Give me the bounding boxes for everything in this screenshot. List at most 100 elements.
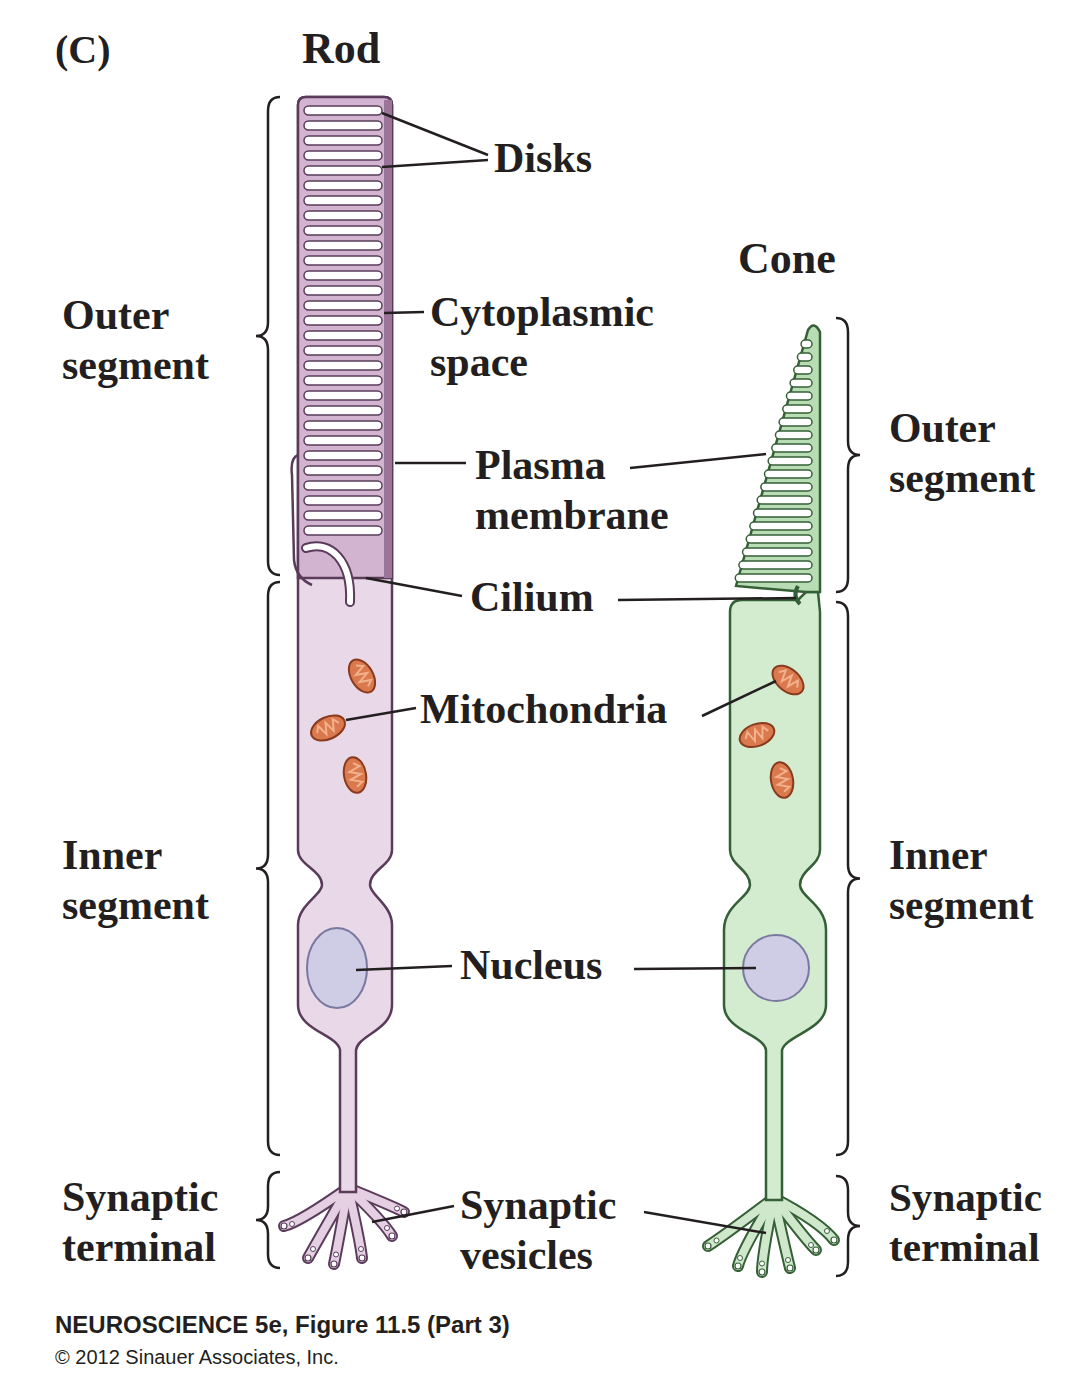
part-label: Cytoplasmic space xyxy=(430,287,700,387)
rod-disk xyxy=(304,136,382,145)
terminal-branch-fill xyxy=(774,1198,834,1240)
cone-disk xyxy=(775,431,812,439)
rod-disk xyxy=(304,376,382,385)
leader-line xyxy=(372,1206,454,1222)
rod-disk xyxy=(304,181,382,190)
cone-disk xyxy=(797,353,812,361)
rod-disk xyxy=(304,361,382,370)
part-label: Inner segment xyxy=(889,830,1074,930)
synaptic-vesicle xyxy=(813,1247,819,1253)
part-label: Cilium xyxy=(470,572,594,622)
part-label: Mitochondria xyxy=(420,684,667,734)
cone-disk xyxy=(801,340,812,348)
synaptic-vesicle xyxy=(305,1255,311,1261)
mitochondrion xyxy=(736,719,777,752)
leader-line xyxy=(382,113,488,155)
rod-cell xyxy=(281,97,407,1267)
rod-disk xyxy=(304,196,382,205)
rod-disk xyxy=(304,511,382,520)
segment-bracket xyxy=(256,1172,280,1268)
mitochondrion xyxy=(307,710,349,745)
segment-bracket xyxy=(256,97,280,575)
synaptic-vesicle xyxy=(331,1261,337,1267)
rod-disk xyxy=(304,301,382,310)
synaptic-vesicle xyxy=(714,1238,719,1243)
cone-disk xyxy=(735,574,812,582)
cone-disk xyxy=(739,561,812,569)
rod-disk xyxy=(304,436,382,445)
synaptic-vesicle xyxy=(759,1269,765,1275)
rod-disk xyxy=(304,331,382,340)
rod-outer-segment xyxy=(298,97,392,578)
segment-bracket xyxy=(836,602,860,1155)
part-label: Rod xyxy=(302,24,380,74)
leader-line xyxy=(346,708,416,720)
synaptic-vesicle xyxy=(831,1237,837,1243)
rod-disk xyxy=(304,106,382,115)
leader-line xyxy=(384,312,424,313)
rod-disk xyxy=(304,211,382,220)
cone-disk xyxy=(786,392,812,400)
rod-disk xyxy=(304,391,382,400)
leader-line xyxy=(702,681,776,716)
synaptic-vesicle xyxy=(290,1222,295,1227)
part-label: Inner segment xyxy=(62,830,252,930)
part-label: Synaptic terminal xyxy=(889,1172,1074,1272)
membrane-shade xyxy=(384,100,392,578)
part-label: Disks xyxy=(494,133,592,183)
rod-cilium-outline xyxy=(306,546,350,602)
mitochondrion xyxy=(767,660,809,700)
cone-disk xyxy=(754,509,812,517)
synaptic-vesicle xyxy=(359,1247,364,1252)
cone-disk xyxy=(746,535,812,543)
cone-disk xyxy=(750,522,812,530)
leader-line xyxy=(618,598,796,600)
rod-disk xyxy=(304,316,382,325)
synaptic-vesicle xyxy=(787,1265,793,1271)
copyright-note: © 2012 Sinauer Associates, Inc. xyxy=(55,1345,339,1369)
leader-line xyxy=(644,1212,766,1233)
rod-disk xyxy=(304,151,382,160)
rod-nucleus xyxy=(307,928,367,1008)
part-label: Nucleus xyxy=(460,940,602,990)
cone-disk xyxy=(779,418,812,426)
rod-disk xyxy=(304,481,382,490)
synaptic-vesicle xyxy=(825,1229,830,1234)
terminal-branch-fill xyxy=(762,1198,774,1272)
rod-disk xyxy=(304,406,382,415)
leader-line xyxy=(395,462,466,465)
cone-cilium xyxy=(795,586,800,604)
rod-disk xyxy=(304,226,382,235)
mitochondrion xyxy=(341,755,369,794)
segment-bracket xyxy=(836,1176,860,1276)
part-label: Outer segment xyxy=(889,403,1074,503)
leader-line xyxy=(366,578,462,596)
rod-disk xyxy=(304,466,382,475)
leader-line xyxy=(634,968,756,969)
cone-disk xyxy=(783,405,812,413)
cone-disk xyxy=(772,444,812,452)
synaptic-vesicle xyxy=(281,1223,287,1229)
cone-disk xyxy=(768,457,812,465)
terminal-branch-fill xyxy=(334,1188,348,1264)
mitochondrion xyxy=(768,760,796,799)
figure-caption: NEUROSCIENCE 5e, Figure 11.5 (Part 3) xyxy=(55,1310,510,1340)
rod-disk xyxy=(304,526,382,535)
part-label: Synaptic vesicles xyxy=(460,1180,650,1280)
membrane-lip xyxy=(292,455,312,585)
rod-body xyxy=(298,97,392,1192)
part-label: Outer segment xyxy=(62,290,252,390)
cone-disk xyxy=(743,548,812,556)
part-label: (C) xyxy=(55,25,111,75)
synaptic-vesicle xyxy=(735,1263,741,1269)
rod-disk xyxy=(304,286,382,295)
synaptic-vesicle xyxy=(359,1255,365,1261)
rod-cilium xyxy=(306,546,350,602)
leader-line xyxy=(382,160,488,167)
rod-disk xyxy=(304,166,382,175)
mitochondrion xyxy=(343,655,380,697)
part-label: Plasma membrane xyxy=(475,440,715,540)
synaptic-vesicle xyxy=(809,1243,814,1248)
synaptic-vesicle xyxy=(760,1261,765,1266)
